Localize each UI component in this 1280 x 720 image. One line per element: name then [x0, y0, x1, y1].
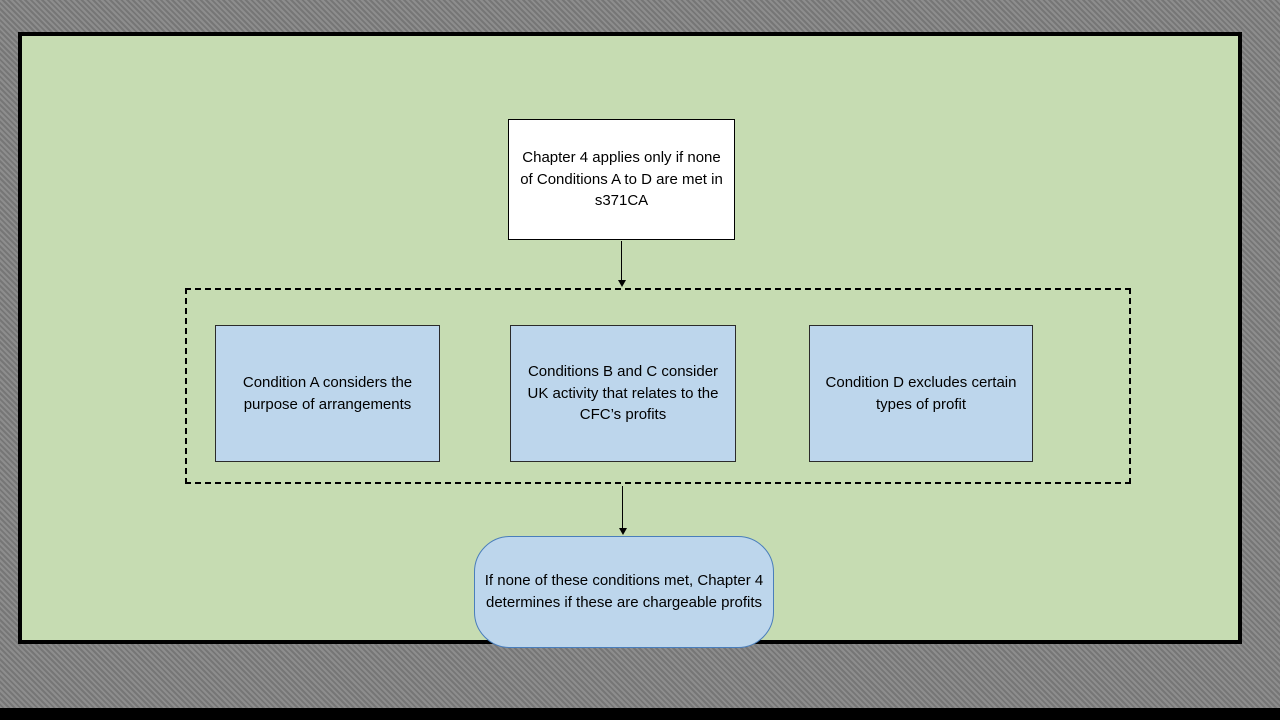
condition-a-box: Condition A considers the purpose of arr…: [215, 325, 440, 462]
start-box: Chapter 4 applies only if none of Condit…: [508, 119, 735, 240]
condition-d-box: Condition D excludes certain types of pr…: [809, 325, 1033, 462]
bottom-bar: [0, 708, 1280, 720]
condition-b-and-c-text: Conditions B and C consider UK activity …: [527, 362, 719, 424]
condition-d-text: Condition D excludes certain types of pr…: [825, 373, 1017, 413]
arrow-down-icon: [617, 241, 626, 287]
slide-canvas: Chapter 4 applies only if none of Condit…: [18, 32, 1242, 648]
start-box-text: Chapter 4 applies only if none of Condit…: [520, 148, 723, 210]
outcome-box-text: If none of these conditions met, Chapter…: [484, 572, 764, 611]
arrow-down-icon: [618, 486, 627, 535]
arrow-shaft: [622, 486, 623, 528]
condition-b-and-c-box: Conditions B and C consider UK activity …: [510, 325, 736, 462]
arrow-shaft: [621, 241, 622, 280]
arrow-head-icon: [618, 528, 627, 535]
arrow-head-icon: [617, 280, 626, 287]
conditions-group: [185, 288, 1131, 484]
outcome-box: If none of these conditions met, Chapter…: [474, 536, 774, 648]
condition-a-text: Condition A considers the purpose of arr…: [242, 373, 413, 413]
